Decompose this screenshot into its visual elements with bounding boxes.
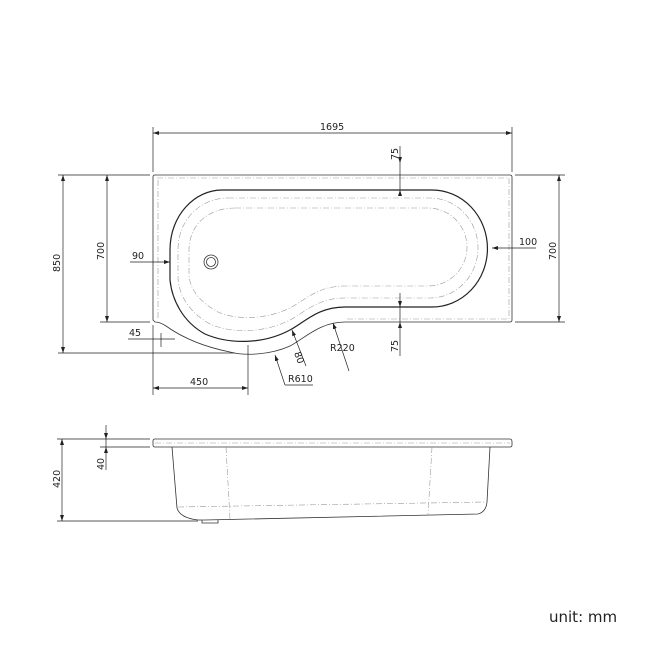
dim-rim-curve-label: 80: [291, 350, 305, 365]
outer-rim-outline: [152, 174, 513, 355]
side-body-outline: [171, 446, 491, 521]
drain-icon: [203, 254, 219, 270]
side-view: [152, 438, 513, 524]
dim-radius-outer-label: R610: [288, 374, 313, 385]
top-view-dimensions: 1695 850 700 700 75 75 100 90 45 450 R61: [52, 122, 565, 395]
dim-offset-label: 450: [190, 377, 208, 388]
side-rim-outline: [152, 438, 513, 448]
dim-rim-top-label: 75: [390, 148, 401, 160]
dim-height-label: 420: [52, 470, 63, 488]
dim-length-label: 1695: [320, 122, 344, 133]
dim-width-left-label: 700: [96, 242, 107, 260]
dim-rim-bottom-label: 75: [390, 340, 401, 352]
dim-rim-curve-leader: [291, 329, 307, 367]
unit-label: unit: mm: [549, 608, 618, 626]
dim-step-label: 45: [129, 328, 141, 339]
top-view: [152, 174, 513, 355]
dim-rim-left-label: 90: [132, 251, 144, 262]
basin-inner-dashed: [177, 197, 479, 331]
basin-outline: [169, 189, 488, 342]
dim-overall-width-label: 850: [52, 254, 63, 272]
dim-rim-thickness-label: 40: [96, 458, 107, 470]
dim-rim-right-label: 100: [519, 237, 537, 248]
basin-floor-dashed: [188, 207, 468, 318]
dim-radius-inner-label: R220: [330, 343, 355, 354]
drain-outlet: [201, 520, 219, 524]
dim-radius-inner-leader: [332, 322, 350, 372]
side-view-dimensions: 420 40: [52, 425, 198, 522]
rim-inner-dashed: [157, 177, 510, 320]
dim-width-right-label: 700: [548, 242, 559, 260]
